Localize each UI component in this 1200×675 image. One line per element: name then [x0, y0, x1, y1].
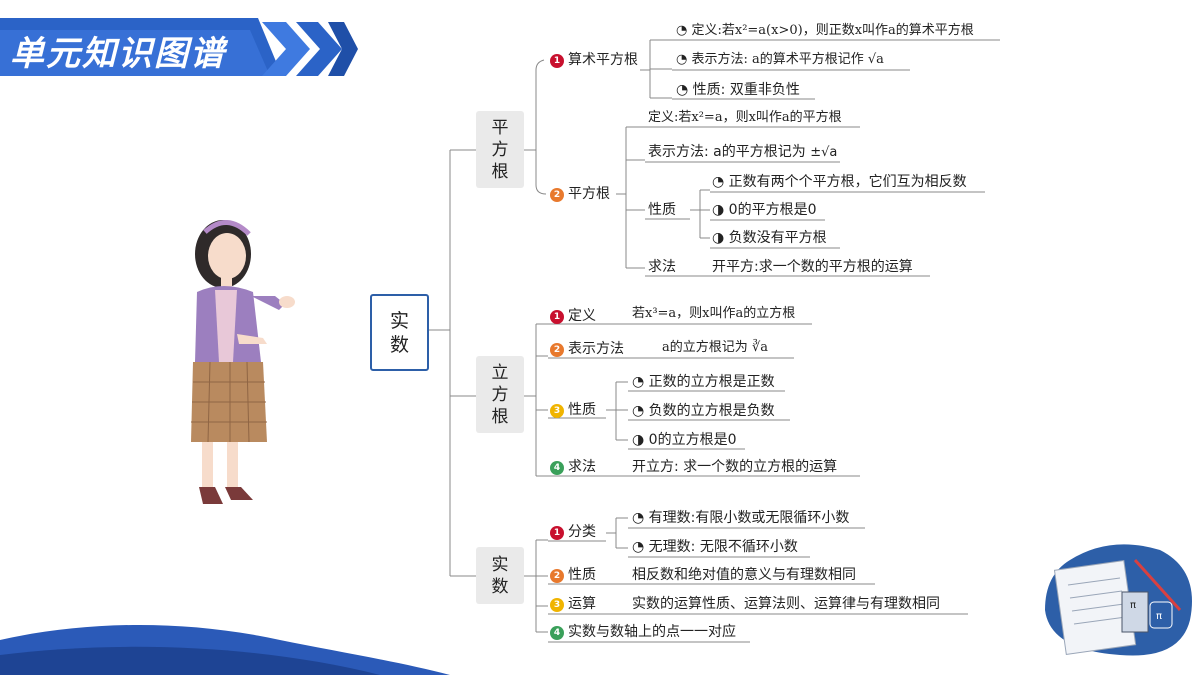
math-notebook-illustration: π π — [1045, 544, 1192, 656]
teacher-illustration — [191, 220, 295, 504]
cube-property-item: ◑ 0的立方根是0 — [632, 432, 737, 448]
node-square-root: 2 平方根 — [550, 185, 610, 203]
branch-cube-root: 立 方 根 — [476, 356, 524, 433]
svg-text:π: π — [1130, 600, 1136, 611]
real-property: 相反数和绝对值的意义与有理数相同 — [632, 567, 856, 583]
node-label: 实数与数轴上的点一一对应 — [568, 624, 736, 640]
branch-square-root: 平 方 根 — [476, 111, 524, 188]
sqrt-method-label: 求法 — [648, 259, 676, 275]
real-number-line-node: 4 实数与数轴上的点一一对应 — [550, 623, 736, 641]
property-text: 0的平方根是0 — [728, 202, 817, 218]
definition-text: 定义:若x²=a(x>0)，则正数x叫作a的算术平方根 — [691, 23, 974, 38]
number-badge: 1 — [550, 310, 564, 324]
branch-char: 根 — [491, 161, 509, 182]
node-label: 求法 — [568, 459, 596, 475]
arith-property: ◔ 性质: 双重非负性 — [676, 82, 800, 98]
notation-math: √a — [867, 52, 884, 67]
property-text: 负数没有平方根 — [728, 230, 827, 246]
branch-char: 方 — [491, 384, 509, 405]
number-badge: 1 — [550, 526, 564, 540]
branch-char: 方 — [491, 139, 509, 160]
cube-property-item: ◔ 负数的立方根是负数 — [632, 403, 775, 419]
notation-math: ∛a — [751, 340, 768, 355]
notation-text: 表示方法: a的平方根记为 — [648, 144, 806, 160]
cube-method-node: 4 求法 — [550, 458, 596, 476]
branch-char: 平 — [491, 117, 509, 138]
cube-notation: a的立方根记为 ∛a — [662, 339, 768, 357]
node-label: 算术平方根 — [568, 52, 638, 68]
number-badge: 4 — [550, 461, 564, 475]
property-text: 0的立方根是0 — [648, 432, 737, 448]
number-badge: 2 — [550, 343, 564, 357]
number-badge: 3 — [550, 404, 564, 418]
number-badge: 2 — [550, 569, 564, 583]
cube-method: 开立方: 求一个数的立方根的运算 — [632, 459, 838, 475]
svg-text:π: π — [1156, 611, 1162, 622]
real-operations: 实数的运算性质、运算法则、运算律与有理数相同 — [632, 596, 940, 612]
property-text: 正数有两个个平方根，它们互为相反数 — [728, 174, 967, 190]
number-badge: 2 — [550, 188, 564, 202]
sqrt-property-item: ◔ 正数有两个个平方根，它们互为相反数 — [712, 174, 967, 190]
cube-notation-node: 2 表示方法 — [550, 340, 624, 358]
node-label: 运算 — [568, 596, 596, 612]
arith-definition: ◔ 定义:若x²=a(x>0)，则正数x叫作a的算术平方根 — [676, 23, 974, 38]
root-char: 实 — [389, 309, 409, 332]
class-text: 有理数:有限小数或无限循环小数 — [648, 510, 850, 526]
branch-real-numbers: 实 数 — [476, 547, 524, 604]
cube-property-node: 3 性质 — [550, 401, 596, 419]
node-label: 分类 — [568, 524, 596, 540]
sqrt-property-label: 性质 — [648, 202, 676, 218]
root-char: 数 — [389, 333, 409, 356]
branch-char: 立 — [491, 362, 509, 383]
page-title: 单元知识图谱 — [10, 34, 226, 74]
number-badge: 3 — [550, 598, 564, 612]
cube-property-item: ◔ 正数的立方根是正数 — [632, 374, 775, 390]
real-class-item: ◔ 无理数: 无限不循环小数 — [632, 539, 798, 555]
node-label: 定义 — [568, 308, 596, 324]
node-label: 表示方法 — [568, 341, 624, 357]
arith-notation: ◔ 表示方法: a的算术平方根记作 √a — [676, 52, 884, 67]
real-property-node: 2 性质 — [550, 566, 596, 584]
sqrt-property-item: ◑ 0的平方根是0 — [712, 202, 817, 218]
sqrt-property-item: ◑ 负数没有平方根 — [712, 230, 827, 246]
notation-text: 表示方法: a的算术平方根记作 — [691, 52, 864, 67]
node-label: 性质 — [568, 402, 596, 418]
cube-definition: 若x³=a，则x叫作a的立方根 — [632, 306, 796, 321]
node-arithmetic-square-root: 1 算术平方根 — [550, 51, 638, 69]
number-badge: 4 — [550, 626, 564, 640]
class-text: 无理数: 无限不循环小数 — [648, 539, 798, 555]
notation-text: a的立方根记为 — [662, 340, 748, 355]
node-label: 平方根 — [568, 186, 610, 202]
property-text: 正数的立方根是正数 — [648, 374, 775, 390]
branch-char: 根 — [491, 406, 509, 427]
real-operations-node: 3 运算 — [550, 595, 596, 613]
root-node-real-numbers: 实 数 — [370, 294, 429, 371]
property-text: 负数的立方根是负数 — [648, 403, 775, 419]
branch-char: 数 — [491, 576, 509, 597]
node-label: 性质 — [568, 567, 596, 583]
sqrt-method: 开平方:求一个数的平方根的运算 — [712, 259, 913, 275]
cube-definition-node: 1 定义 — [550, 307, 596, 325]
property-text: 性质: 双重非负性 — [692, 82, 800, 98]
sqrt-definition: 定义:若x²=a，则x叫作a的平方根 — [648, 110, 842, 125]
real-class-item: ◔ 有理数:有限小数或无限循环小数 — [632, 510, 850, 526]
real-classification-node: 1 分类 — [550, 523, 596, 541]
branch-char: 实 — [491, 554, 509, 575]
number-badge: 1 — [550, 54, 564, 68]
notation-math: ±√a — [810, 145, 838, 160]
sqrt-notation: 表示方法: a的平方根记为 ±√a — [648, 143, 837, 162]
